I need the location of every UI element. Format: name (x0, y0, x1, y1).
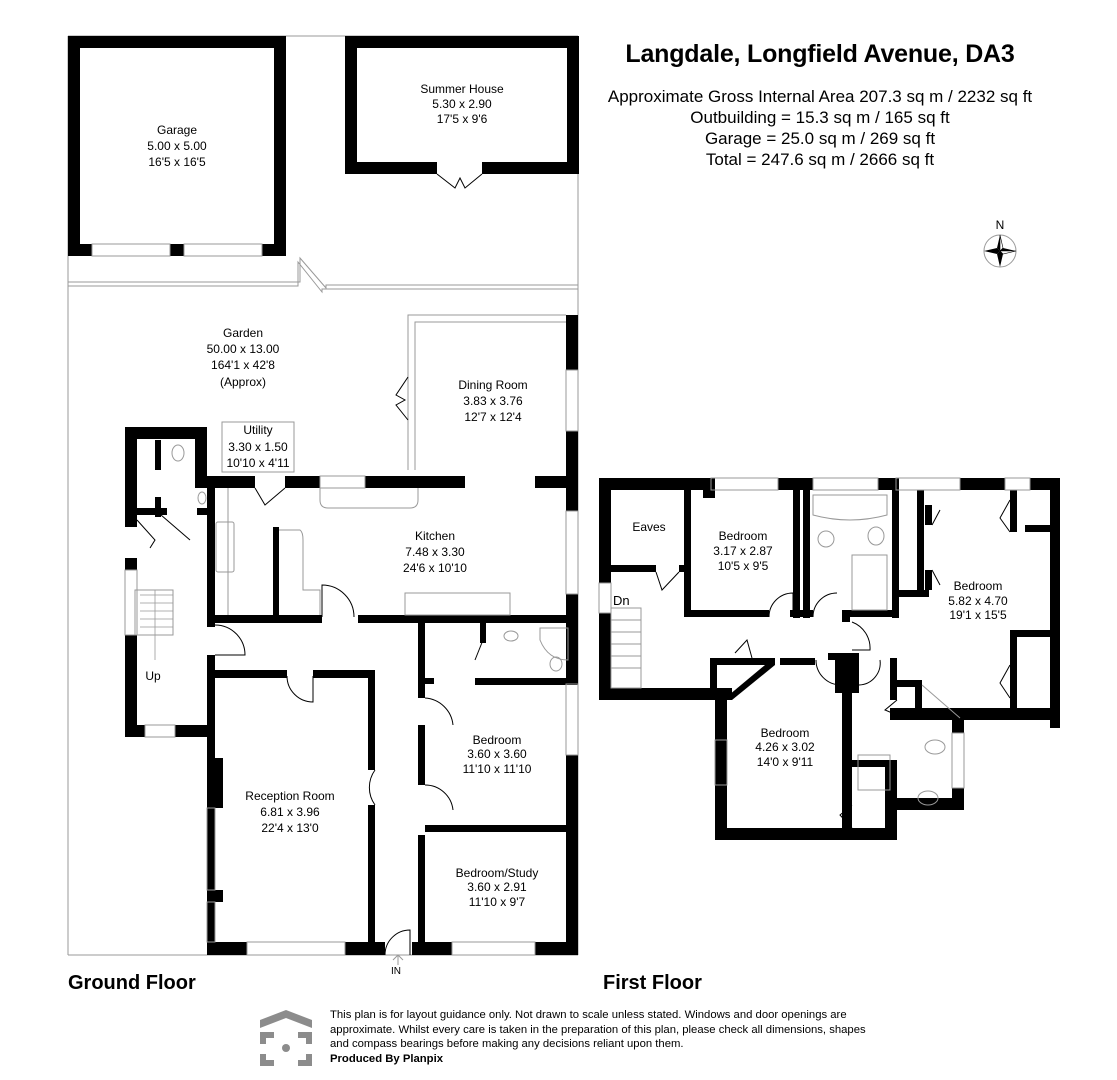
svg-text:3.83 x 3.76: 3.83 x 3.76 (463, 394, 523, 408)
entrance-label: IN (391, 966, 401, 977)
svg-text:3.60 x 3.60: 3.60 x 3.60 (467, 747, 527, 761)
total-area: Total = 247.6 sq m / 2666 sq ft (705, 150, 935, 169)
svg-text:11'10 x 11'10: 11'10 x 11'10 (463, 762, 532, 776)
svg-text:Garage: Garage (157, 123, 197, 137)
svg-text:Dining Room: Dining Room (458, 378, 527, 392)
utility-box (221, 421, 295, 473)
ground-floor-walls (125, 315, 578, 955)
summer-house-walls (345, 36, 579, 174)
first-floor-walls (599, 478, 1060, 840)
svg-text:3.60 x 2.91: 3.60 x 2.91 (467, 880, 527, 894)
compass-icon: N (983, 218, 1017, 268)
room-label-bedroom: Bedroom 3.60 x 3.60 11'10 x 11'10 (463, 733, 532, 776)
svg-text:10'5 x 9'5: 10'5 x 9'5 (718, 559, 769, 573)
svg-text:Kitchen: Kitchen (415, 529, 455, 543)
svg-text:5.00 x 5.00: 5.00 x 5.00 (147, 139, 207, 153)
room-label-summer-house: Summer House 5.30 x 2.90 17'5 x 9'6 (420, 82, 504, 126)
svg-text:24'6 x 10'10: 24'6 x 10'10 (403, 561, 467, 575)
stairs-down-label: Dn (613, 593, 630, 608)
svg-text:5.30 x 2.90: 5.30 x 2.90 (432, 97, 492, 111)
svg-text:164'1 x 42'8: 164'1 x 42'8 (211, 358, 275, 372)
svg-text:Bedroom: Bedroom (954, 579, 1003, 593)
svg-text:Bedroom: Bedroom (719, 529, 768, 543)
svg-text:14'0 x 9'11: 14'0 x 9'11 (757, 755, 814, 769)
plan-title: Langdale, Longfield Avenue, DA3 (625, 40, 1015, 68)
room-label-garden: Garden 50.00 x 13.00 164'1 x 42'8 (Appro… (207, 326, 280, 389)
svg-text:12'7 x 12'4: 12'7 x 12'4 (464, 410, 522, 424)
svg-text:3.17 x 2.87: 3.17 x 2.87 (713, 544, 773, 558)
svg-text:Bedroom: Bedroom (473, 733, 522, 747)
room-label-utility: Utility 3.30 x 1.50 10'10 x 4'11 (226, 423, 289, 470)
svg-text:10'10 x 4'11: 10'10 x 4'11 (226, 456, 289, 470)
room-label-bedroom-3: Bedroom 4.26 x 3.02 14'0 x 9'11 (755, 726, 815, 769)
svg-text:3.30 x 1.50: 3.30 x 1.50 (228, 440, 288, 454)
planpix-logo-icon (260, 1010, 312, 1066)
svg-text:19'1 x 15'5: 19'1 x 15'5 (949, 608, 1007, 622)
svg-text:Summer House: Summer House (420, 82, 504, 96)
outbuilding-area: Outbuilding = 15.3 sq m / 165 sq ft (690, 108, 950, 127)
svg-text:Utility: Utility (243, 423, 272, 437)
svg-text:Reception Room: Reception Room (245, 789, 334, 803)
svg-text:(Approx): (Approx) (220, 375, 266, 389)
entrance-arrow-icon (392, 954, 404, 965)
svg-text:5.82 x 4.70: 5.82 x 4.70 (948, 594, 1008, 608)
disclaimer-text: This plan is for layout guidance only. N… (330, 1009, 866, 1050)
room-label-reception-room: Reception Room 6.81 x 3.96 22'4 x 13'0 (245, 789, 334, 835)
room-label-garage: Garage 5.00 x 5.00 16'5 x 16'5 (147, 123, 207, 169)
garage-walls (68, 36, 286, 256)
room-label-dining-room: Dining Room 3.83 x 3.76 12'7 x 12'4 (458, 378, 527, 424)
svg-text:4.26 x 3.02: 4.26 x 3.02 (755, 740, 815, 754)
room-label-eaves: Eaves (632, 520, 665, 534)
svg-text:22'4 x 13'0: 22'4 x 13'0 (261, 821, 319, 835)
svg-text:7.48 x 3.30: 7.48 x 3.30 (405, 545, 465, 559)
room-label-bedroom-1: Bedroom 3.17 x 2.87 10'5 x 9'5 (713, 529, 773, 573)
first-floor-plan: Eaves Bedroom 3.17 x 2.87 10'5 x 9'5 Bed… (598, 477, 1060, 840)
svg-text:16'5 x 16'5: 16'5 x 16'5 (148, 155, 206, 169)
disclaimer: This plan is for layout guidance only. N… (330, 1008, 870, 1066)
svg-text:50.00 x 13.00: 50.00 x 13.00 (207, 342, 280, 356)
compass-north-label: N (996, 218, 1005, 232)
room-label-bedroom-2: Bedroom 5.82 x 4.70 19'1 x 15'5 (948, 579, 1008, 622)
room-label-bedroom-study: Bedroom/Study 3.60 x 2.91 11'10 x 9'7 (456, 866, 539, 909)
svg-text:Bedroom/Study: Bedroom/Study (456, 866, 539, 880)
ground-floor-label: Ground Floor (68, 972, 196, 994)
svg-text:6.81 x 3.96: 6.81 x 3.96 (260, 805, 320, 819)
first-floor-label: First Floor (603, 972, 702, 994)
ground-floor-plan: Garage 5.00 x 5.00 16'5 x 16'5 Summer Ho… (67, 35, 579, 965)
gross-internal-area: Approximate Gross Internal Area 207.3 sq… (607, 87, 1033, 106)
stairs-up-label: Up (145, 669, 161, 683)
producer-credit: Produced By Planpix (330, 1052, 443, 1065)
svg-text:Garden: Garden (223, 326, 263, 340)
svg-text:11'10 x 9'7: 11'10 x 9'7 (469, 895, 526, 909)
svg-text:Bedroom: Bedroom (761, 726, 810, 740)
svg-text:17'5 x 9'6: 17'5 x 9'6 (437, 112, 488, 126)
room-label-kitchen: Kitchen 7.48 x 3.30 24'6 x 10'10 (403, 529, 467, 575)
garage-area: Garage = 25.0 sq m / 269 sq ft (704, 129, 936, 148)
